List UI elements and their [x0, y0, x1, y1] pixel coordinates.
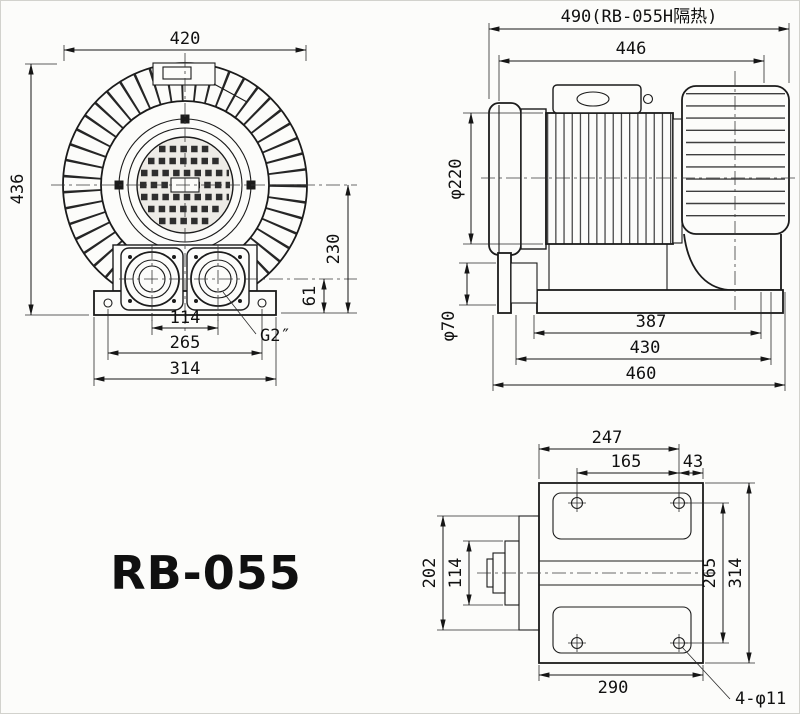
dim-front-foot-hole-spacing: 265	[170, 333, 201, 353]
dim-front-port-spacing: 114	[170, 308, 201, 328]
front-extension-lines	[25, 45, 357, 386]
base-cutout-bottom	[552, 606, 692, 654]
dim-bottom-165: 165	[611, 452, 642, 472]
front-view: 420 436 230 61 114 265 314 G2″	[8, 29, 357, 386]
terminal-box	[552, 84, 642, 114]
dim-port-diameter: φ70	[439, 311, 459, 342]
dim-front-port-height: 61	[300, 286, 320, 306]
label-mount-holes: 4-φ11	[735, 689, 786, 709]
dim-front-base-width: 314	[170, 359, 201, 379]
terminal-boss	[152, 62, 216, 86]
hook-line	[213, 83, 248, 103]
dim-bottom-114: 114	[446, 558, 466, 589]
adapter-flange	[672, 118, 683, 244]
dim-bottom-43: 43	[683, 452, 703, 472]
side-extension-lines	[459, 23, 790, 391]
side-view: 490(RB-055H隔热) 446 φ220 φ70 387 430 460	[439, 7, 796, 391]
base-plate-side	[536, 289, 784, 314]
dim-bottom-314: 314	[726, 558, 746, 589]
label-port-thread: G2″	[260, 326, 291, 346]
dim-base-387: 387	[636, 312, 667, 332]
inlet-pipe	[510, 262, 538, 304]
inlet-flange	[497, 252, 512, 314]
dim-bottom-202: 202	[420, 558, 440, 589]
dim-front-center-to-base: 230	[324, 234, 344, 265]
dim-bottom-265: 265	[700, 558, 720, 589]
dim-bottom-247: 247	[592, 428, 623, 448]
dim-motor-diameter: φ220	[446, 159, 466, 200]
bottom-view: 247 165 43 202 114 265 314 290 4-φ11	[420, 428, 786, 709]
dim-side-length-total: 446	[616, 39, 647, 59]
dim-base-430: 430	[630, 338, 661, 358]
end-bell	[520, 108, 547, 250]
dim-front-width-total: 420	[170, 29, 201, 49]
dim-base-460: 460	[626, 364, 657, 384]
side-dimension-lines	[464, 26, 790, 388]
flange-corner-bolts	[128, 255, 242, 303]
base-cutout-top	[552, 492, 692, 540]
fan-cover	[488, 102, 522, 256]
cable-gland	[642, 93, 654, 105]
front-dimension-lines	[28, 47, 351, 382]
model-title: RB-055	[110, 546, 302, 600]
bottom-dimension-lines	[440, 446, 752, 678]
dim-front-height-total: 436	[8, 174, 28, 205]
dim-bottom-290: 290	[598, 678, 629, 698]
housing-lower-casing	[683, 233, 782, 291]
dim-side-length-insulated: 490(RB-055H隔热)	[561, 7, 718, 27]
blower-housing-side	[681, 85, 790, 235]
